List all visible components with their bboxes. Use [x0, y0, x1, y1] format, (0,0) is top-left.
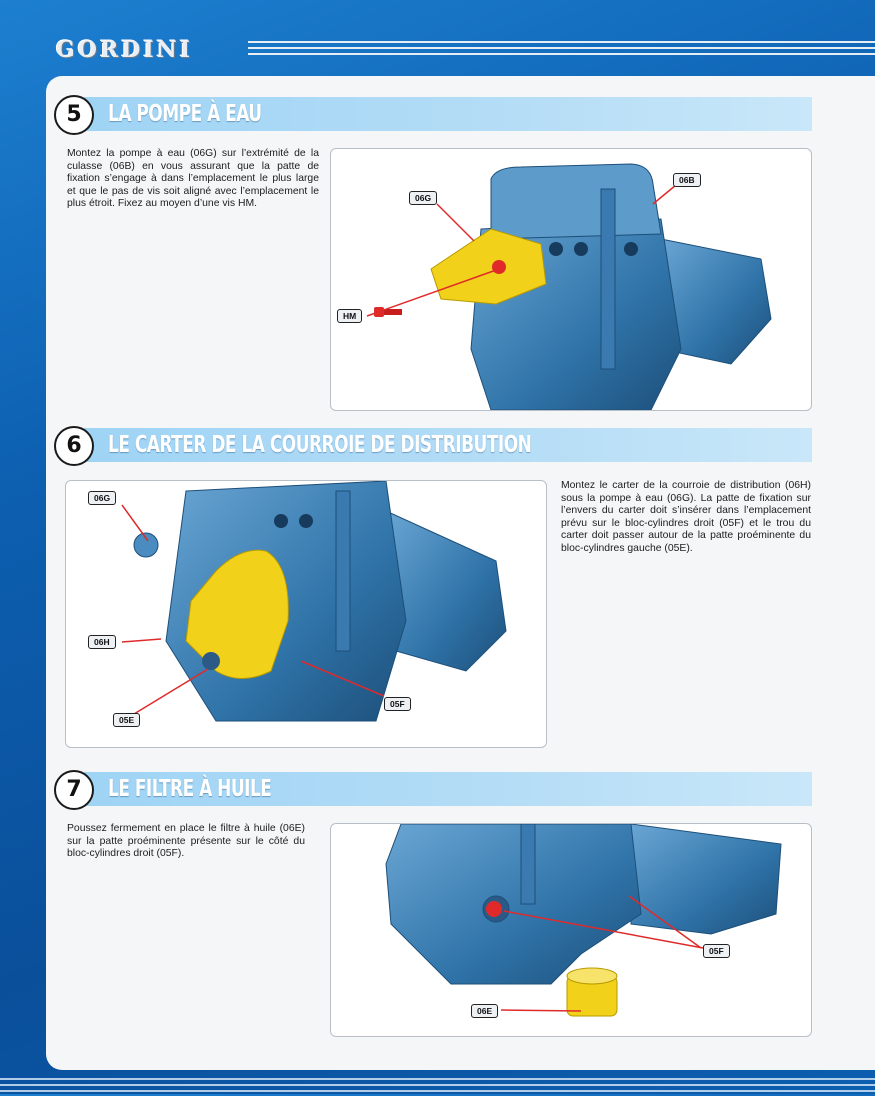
- section-7-figure: 05F 06E: [330, 823, 812, 1037]
- callout-06h: 06H: [88, 635, 116, 649]
- callout-hm: HM: [337, 309, 363, 323]
- callout-05e: 05E: [113, 713, 141, 727]
- callout-06b: 06B: [673, 173, 701, 187]
- callout-05f: 05F: [384, 697, 411, 711]
- callout-05f: 05F: [703, 944, 730, 958]
- footer-rule-lines: [0, 1078, 875, 1096]
- section-7-text: Poussez fermement en place le filtre à h…: [67, 823, 305, 860]
- section-7-header: 7 LE FILTRE À HUILE: [54, 770, 812, 810]
- section-5-header: 5 LA POMPE À EAU: [54, 95, 812, 135]
- section-band: [84, 97, 812, 131]
- section-band: [84, 772, 812, 806]
- header-bar: GORDINI: [0, 0, 875, 70]
- callout-06g: 06G: [88, 491, 117, 505]
- engine-illustration-3: [385, 824, 782, 1017]
- section-6-figure: 06G 06H 05E 05F: [65, 480, 547, 748]
- step-number: 6: [54, 426, 94, 466]
- step-number: 7: [54, 770, 94, 810]
- section-title: LE FILTRE À HUILE: [108, 776, 272, 802]
- section-5-figure: 06G 06B HM: [330, 148, 812, 411]
- section-title: LE CARTER DE LA COURROIE DE DISTRIBUTION: [108, 432, 532, 458]
- brand-logo: GORDINI: [56, 37, 194, 63]
- timing-cover-part: [185, 549, 289, 679]
- callout-06g: 06G: [409, 191, 438, 205]
- header-rule-lines: [248, 41, 875, 59]
- section-6-text: Montez le carter de la courroie de distr…: [561, 480, 811, 554]
- step-number: 5: [54, 95, 94, 135]
- engine-illustration-2: [121, 481, 507, 722]
- oil-filter-part: [566, 967, 618, 1017]
- section-6-header: 6 LE CARTER DE LA COURROIE DE DISTRIBUTI…: [54, 426, 812, 466]
- engine-illustration-1: [366, 163, 772, 410]
- section-title: LA POMPE À EAU: [108, 101, 262, 127]
- section-5-text: Montez la pompe à eau (06G) sur l’extrém…: [67, 148, 319, 210]
- callout-06e: 06E: [471, 1004, 499, 1018]
- water-pump-part: [430, 228, 547, 305]
- section-band: [84, 428, 812, 462]
